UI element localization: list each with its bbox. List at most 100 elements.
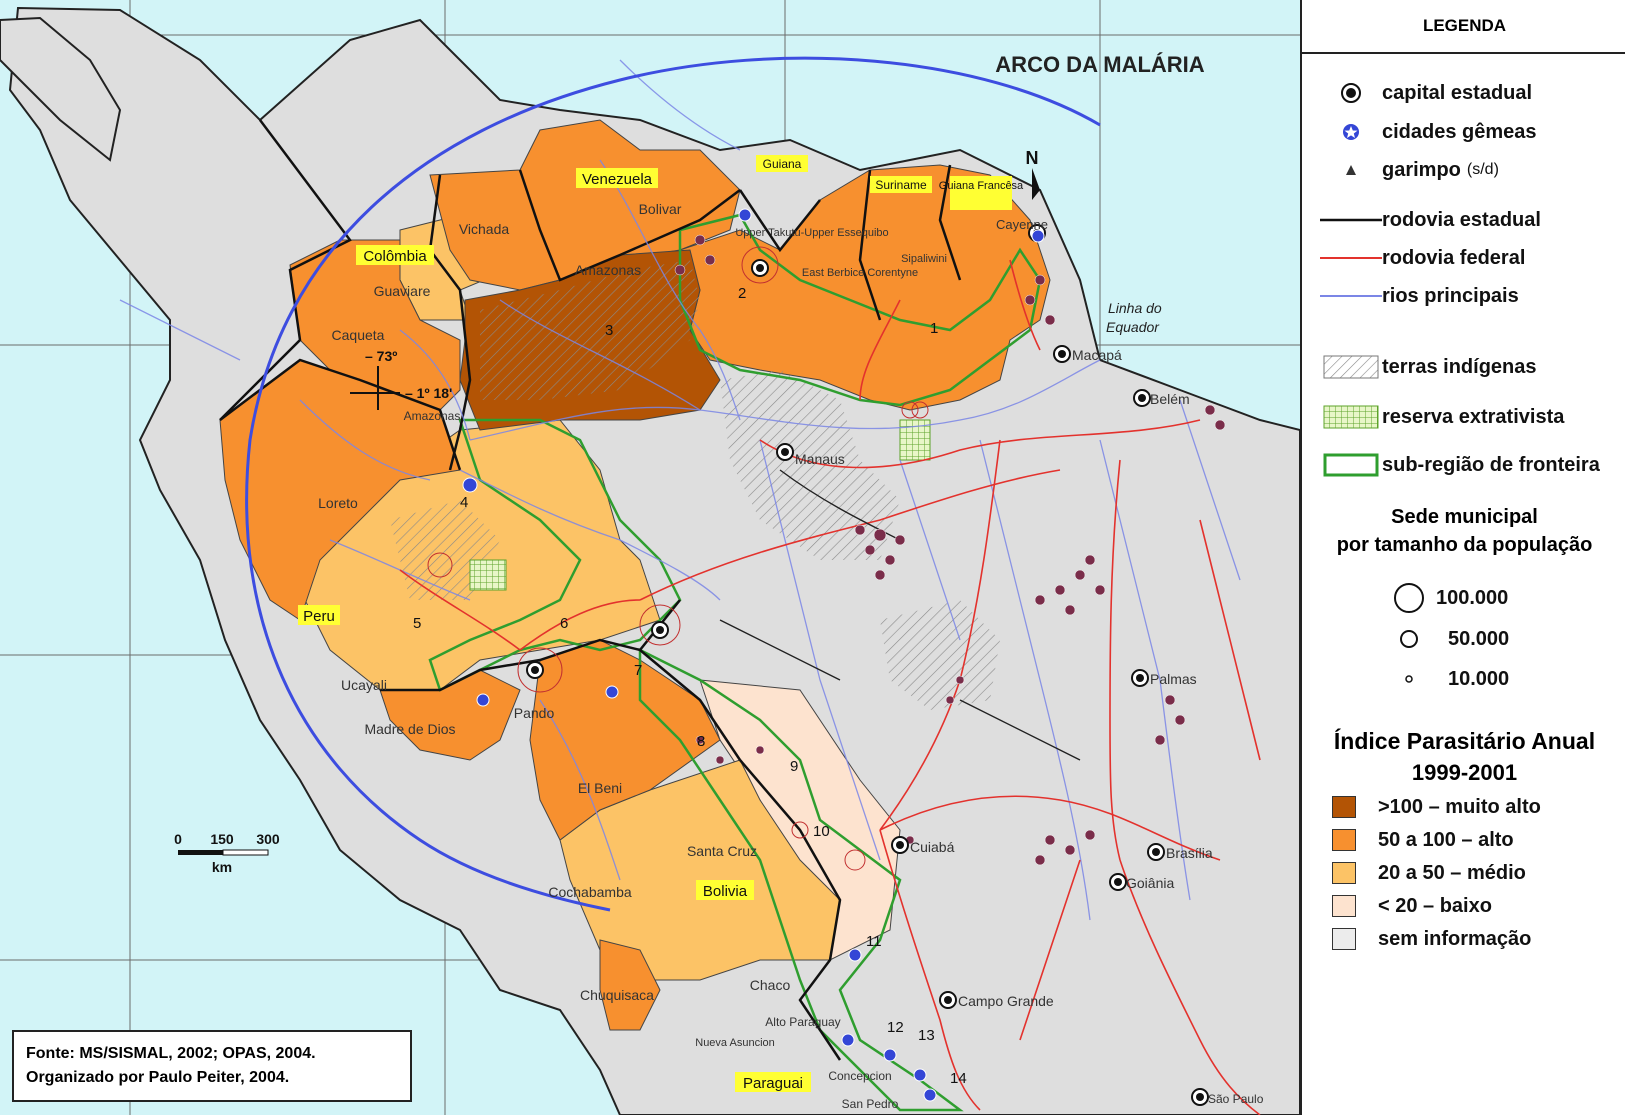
ipa-title-1: Índice Parasitário Anual	[1333, 728, 1596, 754]
label-colombia: Colômbia	[363, 248, 427, 265]
scale-tick-150: 150	[210, 831, 234, 847]
north-arrow-icon	[1032, 168, 1040, 200]
coord-latitude: – 1º 18'	[405, 385, 452, 401]
twin-cities	[462, 208, 1045, 1102]
legend-item-rivers: rios principais	[1320, 281, 1519, 311]
number-13: 13	[918, 1027, 935, 1044]
label-concepcion: Concepcion	[828, 1069, 891, 1083]
label-chuquisaca: Chuquisaca	[580, 987, 654, 1003]
label-alto-paraguay: Alto Paraguay	[765, 1015, 840, 1029]
label-cochabamba: Cochabamba	[548, 884, 631, 900]
label-ucayali: Ucayali	[341, 677, 387, 693]
number-6: 6	[560, 615, 568, 632]
equator-label-1: Linha do	[1108, 300, 1162, 316]
label-goiania: Goiânia	[1126, 875, 1174, 891]
federal-road-line	[1320, 243, 1382, 273]
scale-tick-0: 0	[174, 831, 182, 847]
number-5: 5	[413, 615, 421, 632]
twin-city-icon	[1320, 117, 1382, 147]
rivers	[119, 59, 1241, 921]
area-ipa-alto-el-beni	[529, 639, 721, 841]
legend-item-state-road: rodovia estadual	[1320, 205, 1541, 235]
pop-title-2: por tamanho da população	[1336, 534, 1593, 556]
number-11: 11	[866, 933, 882, 950]
legend-item-garimpo: garimpo (s/d)	[1320, 155, 1499, 185]
area-terras-indigenas-2	[720, 370, 900, 560]
number-9: 9	[790, 758, 798, 775]
border-subregion-swatch	[1320, 450, 1382, 480]
scale-tick-300: 300	[256, 831, 280, 847]
legend-title: LEGENDA	[1422, 16, 1507, 35]
country-labels: Venezuela Guiana Suriname Guiana Francês…	[298, 155, 1024, 1092]
number-7: 7	[634, 662, 642, 679]
state-capitals	[526, 224, 1209, 1106]
population-circles	[427, 246, 929, 871]
pop-label-10000: 10.000	[1448, 667, 1510, 690]
label-chaco: Chaco	[750, 977, 791, 993]
legend-label-rivers: rios principais	[1382, 284, 1519, 307]
pop-label-100000: 100.000	[1436, 586, 1509, 609]
map-canvas: ARCO DA MALÁRIA N Linha do Equador – 73º…	[0, 0, 1300, 1115]
legend-label-garimpo: garimpo	[1382, 158, 1461, 181]
number-3: 3	[605, 322, 613, 339]
indigenous-swatch	[1320, 352, 1382, 382]
city-labels: Macapá Belém Manaus Palmas Cuiabá Brasíl…	[795, 347, 1264, 1106]
state-roads	[719, 469, 1081, 761]
area-terras-indigenas-3	[880, 600, 1000, 710]
garimpo-clusters	[674, 234, 1226, 866]
legend-label-capital: capital estadual	[1382, 81, 1533, 104]
ipa-label-high: 50 a 100 – alto	[1378, 828, 1514, 851]
pop-circle-medium-icon	[1382, 628, 1436, 650]
label-macapa: Macapá	[1072, 347, 1122, 363]
coord-longitude: – 73º	[365, 348, 397, 364]
legend-label-indigenous: terras indígenas	[1382, 355, 1537, 378]
river-line	[1320, 281, 1382, 311]
north-label: N	[1026, 148, 1039, 168]
source-box: Fonte: MS/SISMAL, 2002; OPAS, 2004. Orga…	[12, 1030, 412, 1102]
ipa-swatch-no-info	[1332, 928, 1356, 950]
ipa-item-medium: 20 a 50 – médio	[1320, 858, 1526, 888]
legend-label-border-subregion: sub-região de fronteira	[1382, 453, 1600, 476]
label-venezuela: Venezuela	[582, 171, 653, 188]
pop-title-1: Sede municipal	[1391, 506, 1538, 528]
border-subregion-west	[428, 418, 682, 692]
area-ipa-alto-chuquisaca	[599, 939, 661, 1031]
number-4: 4	[460, 494, 468, 511]
ipa-swatch-very-high	[1332, 796, 1356, 818]
ipa-item-very-high: >100 – muito alto	[1320, 792, 1541, 822]
label-guiana-francesa: Guiana Francêsa	[939, 180, 1024, 192]
pop-circle-small-icon	[1382, 674, 1436, 684]
ipa-label-medium: 20 a 50 – médio	[1378, 861, 1526, 884]
legend-divider	[1302, 52, 1625, 54]
label-sao-paulo: São Paulo	[1208, 1092, 1264, 1106]
state-road-line	[1320, 205, 1382, 235]
extractive-reserve-swatch	[1320, 402, 1382, 432]
ipa-swatch-medium	[1332, 862, 1356, 884]
malaria-arc	[245, 56, 1101, 912]
ipa-label-very-high: >100 – muito alto	[1378, 795, 1541, 818]
label-amazonas-co: Amazonas	[404, 409, 461, 423]
label-guiana: Guiana	[763, 157, 802, 171]
subregion-numbers: 1 2 3 4 5 6 7 8 9 10 11 12 13 14	[413, 285, 967, 1087]
region-labels: Bolivar Amazonas Vichada Guaviare Caquet…	[318, 201, 1048, 1111]
ipa-label-no-info: sem informação	[1378, 927, 1532, 950]
federal-roads	[399, 259, 1261, 1115]
international-borders	[219, 119, 962, 1061]
label-cayenne: Cayenne	[996, 217, 1048, 232]
number-12: 12	[887, 1019, 904, 1036]
area-reserva-extrativista-2	[469, 559, 507, 591]
border-subregion-north	[678, 213, 1042, 407]
legend-panel: LEGENDA capital estadual cidades gêmeas …	[1300, 0, 1625, 1115]
label-palmas: Palmas	[1150, 671, 1197, 687]
label-amazonas-ve: Amazonas	[575, 262, 641, 278]
ipa-item-low: < 20 – baixo	[1320, 891, 1492, 921]
label-vichada: Vichada	[459, 221, 510, 237]
legend-item-capital: capital estadual	[1320, 78, 1532, 108]
label-upper-takutu: Upper Takutu-Upper Essequibo	[735, 227, 888, 239]
label-manaus: Manaus	[795, 451, 845, 467]
equator-label-2: Equador	[1106, 319, 1160, 335]
label-peru: Peru	[303, 608, 335, 625]
legend-label-federal-road: rodovia federal	[1382, 246, 1526, 269]
label-san-pedro: San Pedro	[842, 1097, 899, 1111]
label-bolivar: Bolivar	[639, 201, 682, 217]
